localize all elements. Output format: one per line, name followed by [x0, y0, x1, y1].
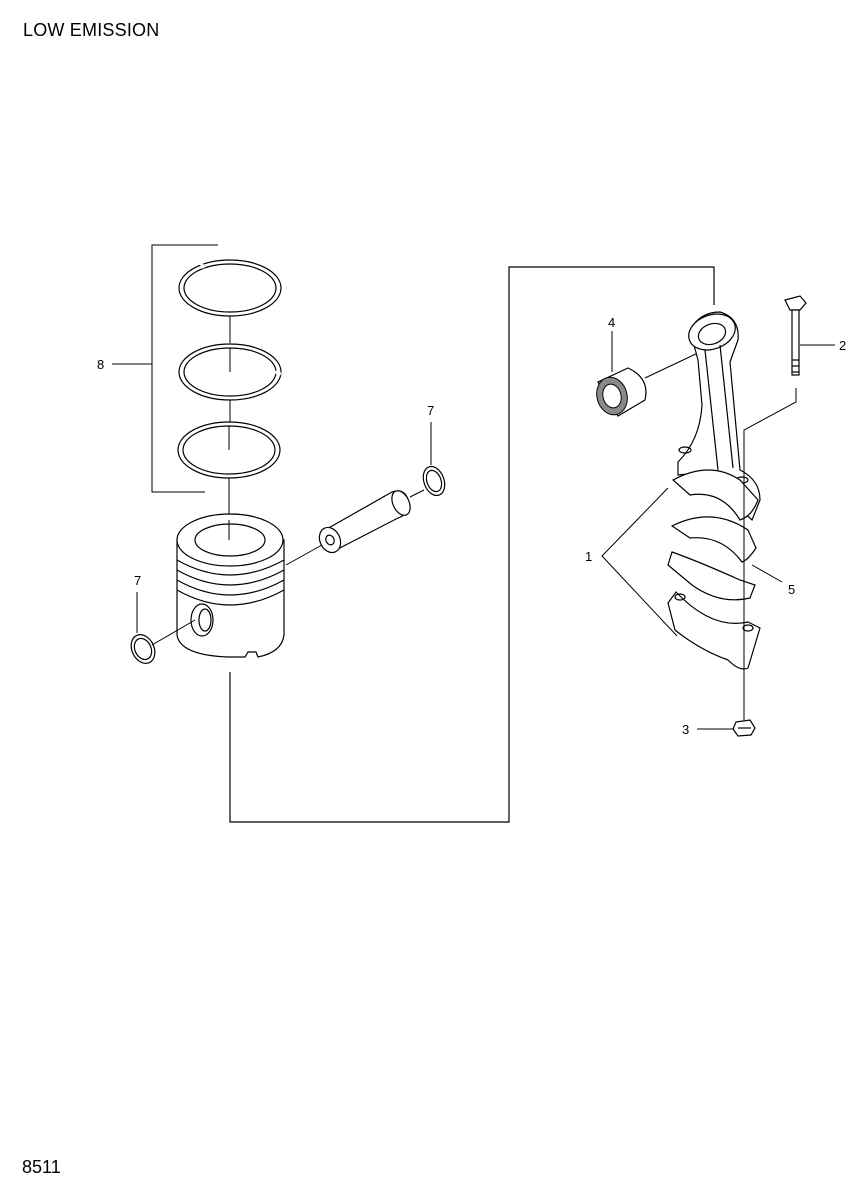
connecting-rod[interactable]	[671, 308, 761, 522]
piston[interactable]	[176, 513, 285, 658]
small-end-bushing[interactable]	[593, 367, 647, 418]
callout-8: 8	[97, 357, 104, 372]
callout-3: 3	[682, 722, 689, 737]
page-title: LOW EMISSION	[23, 20, 160, 40]
connecting-rod-cap[interactable]	[667, 591, 761, 670]
callout-2: 2	[839, 338, 846, 353]
callout-7-right: 7	[427, 403, 434, 418]
bearing-shell-upper[interactable]	[670, 516, 757, 563]
snap-ring-left[interactable]	[127, 631, 160, 667]
piston-ring-top[interactable]	[178, 259, 282, 317]
connecting-rod-bolt[interactable]	[784, 295, 807, 376]
assembly-frame	[229, 266, 715, 823]
connecting-rod-nut[interactable]	[732, 719, 756, 737]
ring-set-bracket	[112, 244, 218, 493]
snap-ring-right[interactable]	[419, 463, 448, 498]
callout-7-left: 7	[134, 573, 141, 588]
callout-4: 4	[608, 315, 615, 330]
callout-1: 1	[585, 549, 592, 564]
page-number: 8511	[22, 1157, 61, 1177]
piston-pin[interactable]	[315, 488, 413, 556]
callout-5: 5	[788, 582, 795, 597]
bearing-shell-lower[interactable]	[667, 551, 756, 601]
